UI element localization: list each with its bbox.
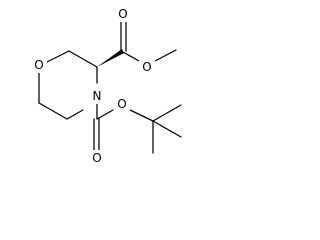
bond-boc-c-o-single [96,109,114,120]
bond-ester-o-methyl [154,49,177,62]
bond-layer [38,19,182,154]
bond-c6-o1 [44,50,70,64]
bond-ester-c-o-single [122,51,140,62]
bond-c5-c6 [68,50,98,68]
ring-oxygen-label: O [34,58,43,72]
bond-c3-n4 [66,109,84,120]
atom-label-layer: O N O O O O [31,6,155,166]
boc-carbonyl-oxygen-label: O [92,151,101,165]
stereo-wedge-bond [97,49,124,67]
bond-cquat-methyl-right [152,120,182,138]
boc-single-oxygen-label: O [117,97,126,111]
molecule-svg: O N O O O O [31,6,182,166]
bond-boc-o-cquat [129,109,154,122]
bond-c2-c3 [38,102,68,120]
ester-single-oxygen-label: O [142,60,151,74]
ester-carbonyl-oxygen-label: O [118,7,127,21]
ring-nitrogen-label: N [93,89,102,103]
structure-diagram: O N O O O O [31,6,182,166]
bond-cquat-methyl-top [152,104,182,122]
